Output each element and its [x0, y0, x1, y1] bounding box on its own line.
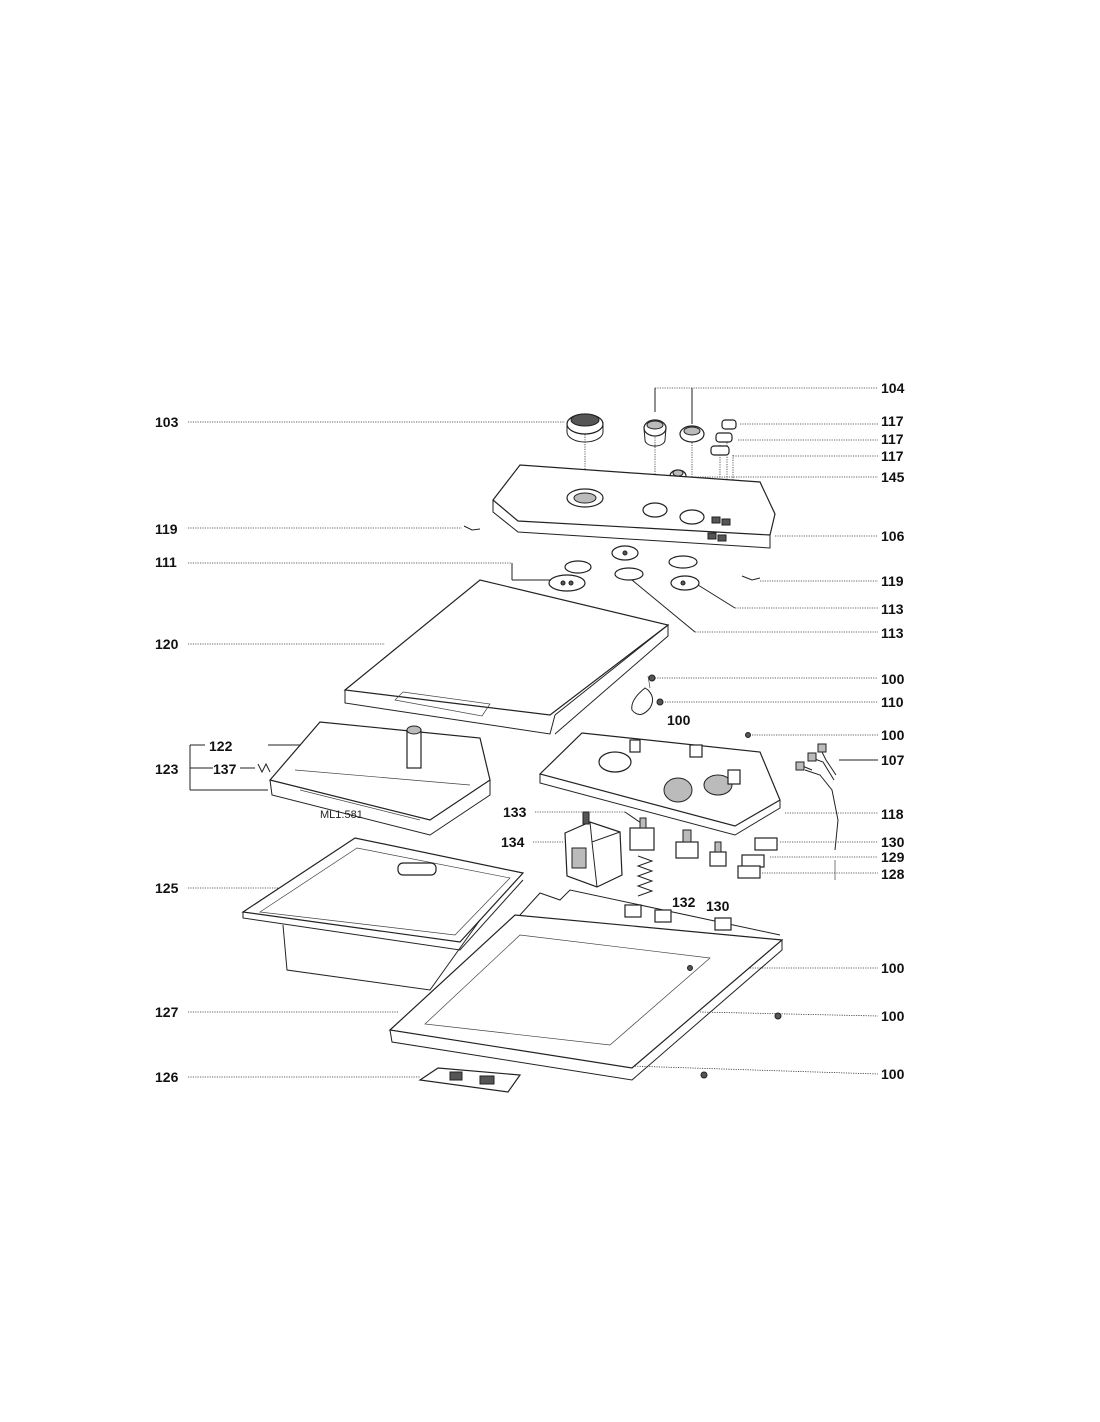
detergent-dispenser: [268, 721, 491, 836]
part-number-labels: 103 104 117 117 117 145 119 106 111 119 …: [155, 380, 905, 1085]
label-122: 122: [209, 738, 233, 754]
wash-basin: [241, 837, 525, 991]
lid: [343, 579, 670, 735]
control-panel: [492, 464, 776, 549]
control-knob: [643, 419, 667, 447]
label-113: 113: [881, 601, 904, 617]
label-145: 145: [881, 469, 905, 485]
screw: [648, 674, 782, 1079]
switch: [737, 837, 778, 879]
label-130: 130: [706, 898, 730, 914]
pressure-switch-hose: [631, 675, 654, 715]
control-board: [538, 732, 781, 836]
label-127: 127: [155, 1004, 179, 1020]
label-118: 118: [881, 806, 904, 822]
label-111: 111: [155, 554, 177, 570]
label-113: 113: [881, 625, 904, 641]
label-126: 126: [155, 1069, 179, 1085]
label-133: 133: [503, 804, 527, 820]
dispenser-marking-text: ML1.581: [320, 809, 363, 821]
label-120: 120: [155, 636, 179, 652]
label-125: 125: [155, 880, 179, 896]
label-100: 100: [881, 1066, 905, 1082]
label-117: 117: [881, 448, 904, 464]
label-134: 134: [501, 834, 525, 850]
screw: [463, 525, 481, 531]
label-100: 100: [881, 1008, 905, 1024]
pump-block: [629, 817, 655, 897]
filter-tray: [418, 1067, 522, 1093]
label-128: 128: [881, 866, 905, 882]
pump-motor: [564, 811, 623, 888]
label-100: 100: [881, 671, 905, 687]
label-100: 100: [881, 960, 905, 976]
base-frame: [388, 889, 784, 1081]
selector-disc: [548, 545, 700, 592]
label-119: 119: [155, 521, 178, 537]
label-132: 132: [672, 894, 696, 910]
switch: [675, 829, 699, 859]
control-knob: [679, 425, 705, 443]
label-117: 117: [881, 431, 904, 447]
label-100: 100: [881, 727, 905, 743]
label-107: 107: [881, 752, 905, 768]
label-129: 129: [881, 849, 905, 865]
label-119: 119: [881, 573, 904, 589]
label-137: 137: [213, 761, 237, 777]
clip: [257, 762, 271, 774]
label-100: 100: [667, 712, 691, 728]
label-106: 106: [881, 528, 905, 544]
label-103: 103: [155, 414, 179, 430]
switch: [709, 841, 727, 867]
push-button: [710, 419, 737, 456]
label-104: 104: [881, 380, 905, 396]
screw: [741, 575, 761, 581]
label-130: 130: [881, 834, 905, 850]
wiring-harness: [795, 743, 839, 851]
label-117: 117: [881, 413, 904, 429]
program-knob: [566, 413, 604, 443]
label-123: 123: [155, 761, 179, 777]
label-110: 110: [881, 694, 904, 710]
